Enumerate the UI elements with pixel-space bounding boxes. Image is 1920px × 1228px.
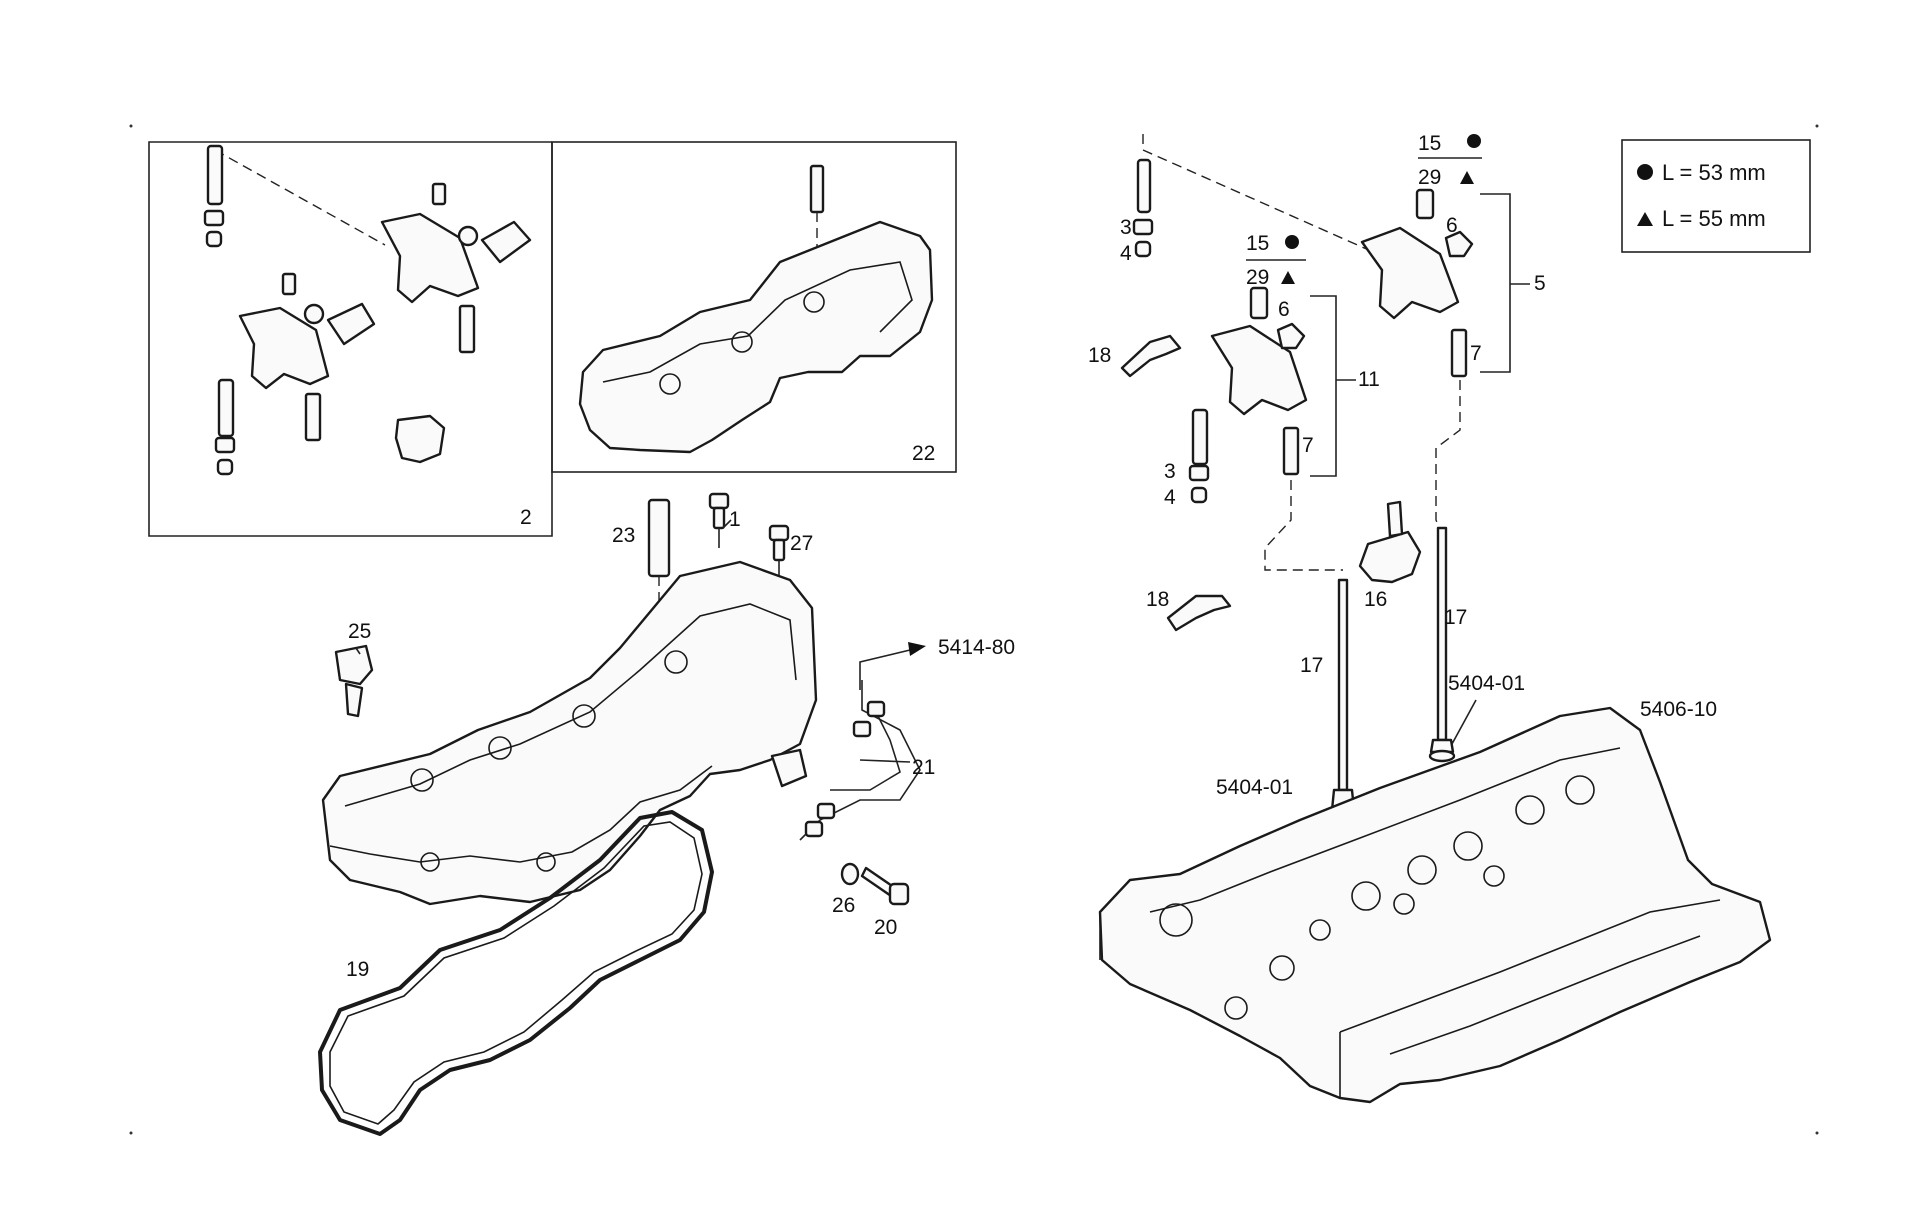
callout-22: 22 xyxy=(912,442,935,465)
callout-4-lower: 4 xyxy=(1164,486,1176,509)
callout-15-lower: 15 xyxy=(1246,232,1269,255)
bolt-20-washer-26 xyxy=(840,862,910,906)
callout-5404-01-upper: 5404-01 xyxy=(1448,672,1525,695)
callout-11: 11 xyxy=(1358,368,1380,391)
callout-21: 21 xyxy=(912,756,935,779)
triangle-marker-icon xyxy=(1637,212,1653,226)
cylinder-head xyxy=(1098,706,1772,1104)
gasket-19 xyxy=(318,810,714,1136)
valve-cover-main xyxy=(321,492,818,906)
circle-marker-icon xyxy=(1637,164,1653,180)
callout-5: 5 xyxy=(1534,272,1546,295)
callout-27: 27 xyxy=(790,532,813,555)
callout-6-upper: 6 xyxy=(1446,214,1458,237)
inset-2-rocker-parts xyxy=(203,144,532,476)
callout-5406-10: 5406-10 xyxy=(1640,698,1717,721)
wiring-harness-21 xyxy=(770,642,926,841)
left-leader-lines xyxy=(355,519,911,763)
callout-20: 20 xyxy=(874,916,897,939)
callout-19: 19 xyxy=(346,958,369,981)
callout-18-lower: 18 xyxy=(1146,588,1169,611)
callout-2: 2 xyxy=(520,506,532,529)
callout-26: 26 xyxy=(832,894,855,917)
inset-22-cover xyxy=(578,164,934,454)
callout-29-upper: 29 xyxy=(1418,166,1441,189)
callout-6-lower: 6 xyxy=(1278,298,1290,321)
callout-29-lower: 29 xyxy=(1246,266,1269,289)
right-rocker-assembly xyxy=(1120,134,1530,821)
callout-5414-80: 5414-80 xyxy=(938,636,1015,659)
triangle-marker-icon xyxy=(1460,171,1474,184)
clip-part-25 xyxy=(334,644,374,718)
callout-7-lower: 7 xyxy=(1302,434,1314,457)
callout-17-left: 17 xyxy=(1300,654,1323,677)
corner-marks xyxy=(129,124,1819,1135)
callout-15-upper: 15 xyxy=(1418,132,1441,155)
callout-16: 16 xyxy=(1364,588,1387,611)
circle-marker-icon xyxy=(1467,134,1481,148)
callout-4-upper: 4 xyxy=(1120,242,1132,265)
legend-circle-text: L = 53 mm xyxy=(1662,160,1766,185)
callout-3-upper: 3 xyxy=(1120,216,1132,239)
callout-17-right: 17 xyxy=(1444,606,1467,629)
callout-25: 25 xyxy=(348,620,371,643)
length-notes xyxy=(1246,134,1482,284)
triangle-marker-icon xyxy=(1281,271,1295,284)
callout-23: 23 xyxy=(612,524,635,547)
callout-7-upper: 7 xyxy=(1470,342,1482,365)
inset-box-22: 22 xyxy=(551,141,957,473)
callout-1: 1 xyxy=(729,508,741,531)
callout-5404-01-lower: 5404-01 xyxy=(1216,776,1293,799)
legend-triangle-text: L = 55 mm xyxy=(1662,206,1766,231)
callout-3-lower: 3 xyxy=(1164,460,1176,483)
circle-marker-icon xyxy=(1285,235,1299,249)
callout-18-upper: 18 xyxy=(1088,344,1111,367)
length-legend: L = 53 mm L = 55 mm xyxy=(1621,139,1811,253)
